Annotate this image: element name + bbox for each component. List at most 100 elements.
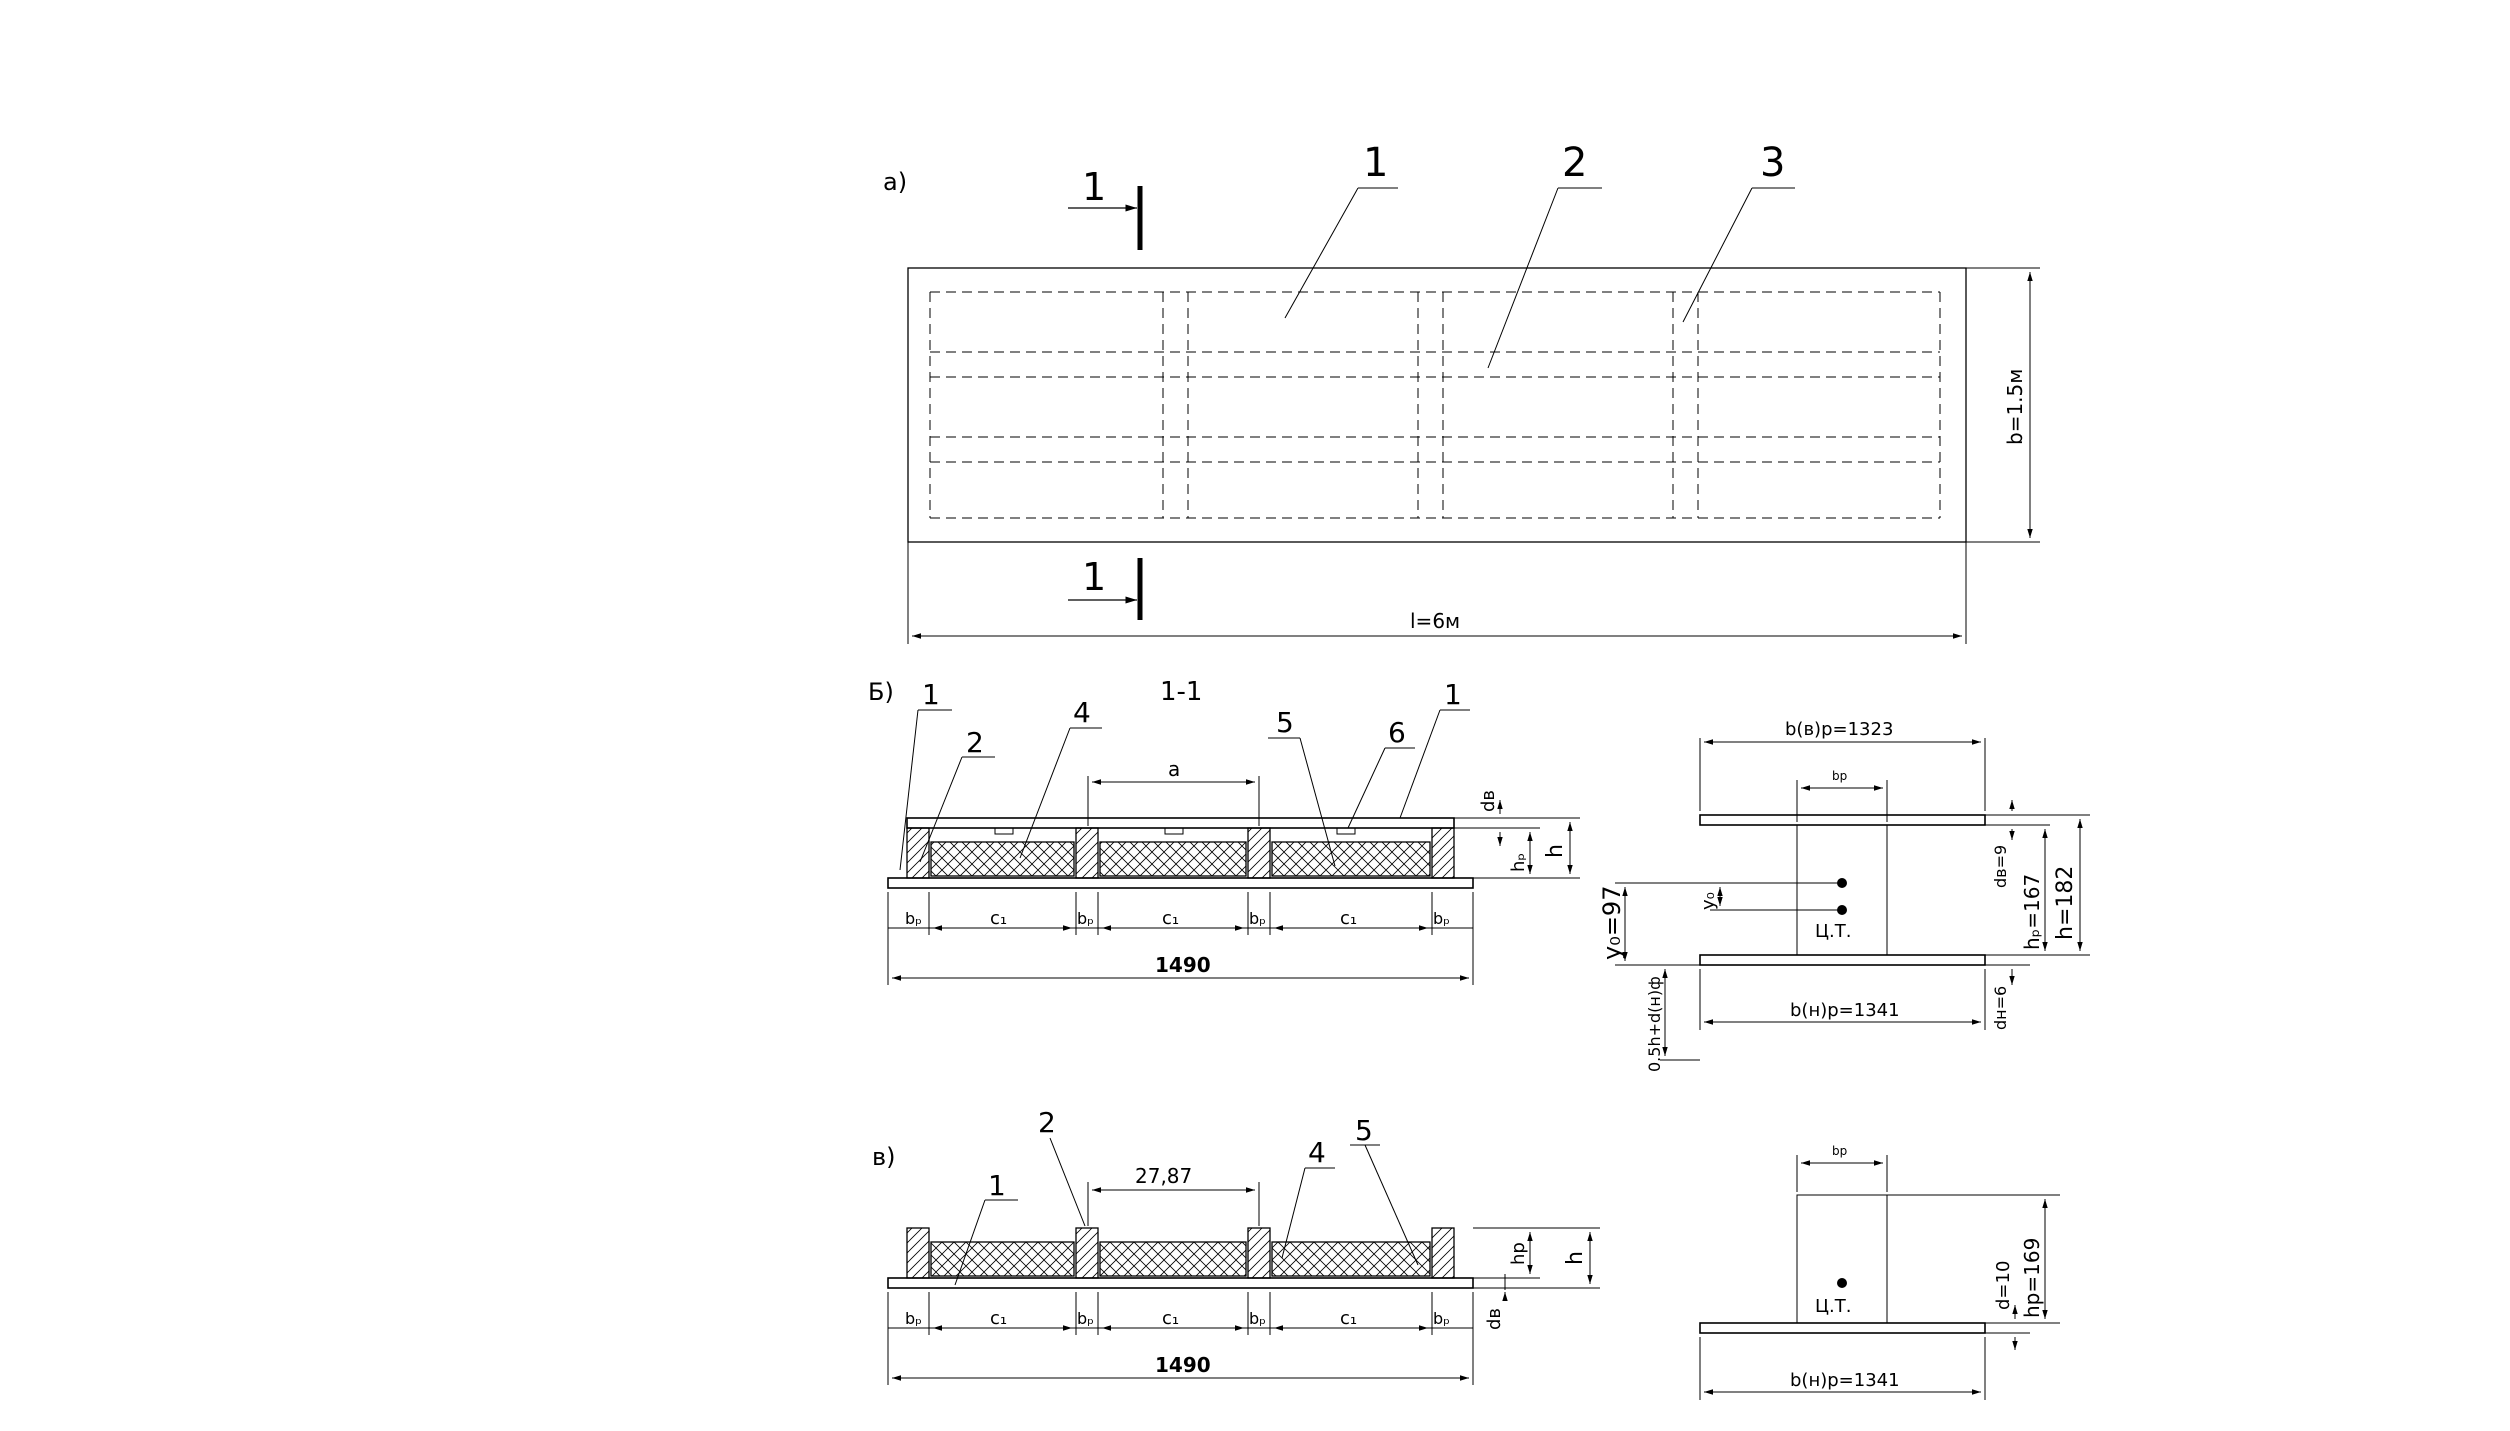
calc-section-b: Ц.Т. b(в)р=1323 bр dв=9 hₚ=167 h=182 (1598, 719, 2090, 1072)
dim-width-b: b=1.5м (1966, 267, 2040, 543)
panel-b-section: Б) 1-1 1 2 4 (868, 677, 2090, 1072)
cell-label-2: c₁ (1162, 908, 1179, 929)
rib-4 (1431, 827, 1455, 879)
insulation-3 (1271, 841, 1431, 877)
callout-c-5-label: 5 (1355, 1114, 1373, 1147)
callout-b-2-label: 2 (966, 726, 984, 759)
calc-c-bottom-width-label: b(н)р=1341 (1790, 1370, 1900, 1391)
dim-rib-height-label: hₚ (1508, 853, 1529, 872)
calc-b-top-width-label: b(в)р=1323 (1785, 719, 1893, 740)
panel-plan-outline (907, 267, 1967, 543)
panel-a-label: а) (883, 168, 907, 196)
dim-c-rib-height-label: hр (1508, 1242, 1529, 1265)
section-marker-bottom: 1 (1068, 555, 1143, 620)
calc-c-rib-width-label: bр (1832, 1144, 1847, 1158)
section-marker-top-label: 1 (1082, 165, 1106, 209)
panel-b-label: Б) (868, 678, 894, 706)
rib-3 (1247, 827, 1271, 879)
calc-b-bottom-width-label: b(н)р=1341 (1790, 1000, 1900, 1021)
insulation-1 (930, 841, 1075, 877)
callout-a-3-label: 3 (1760, 140, 1785, 186)
dim-c-height-label: h (1563, 1251, 1588, 1265)
calc-b-rib-width-label: bр (1832, 769, 1847, 783)
rib-width-label-3: bₚ (1249, 909, 1266, 928)
cell-label-3: c₁ (1340, 908, 1357, 929)
calc-c-rib-height-label: hр=169 (2020, 1238, 2044, 1318)
dim-spacing-c: 27,87 (1087, 1164, 1260, 1226)
callout-a-3: 3 (1682, 140, 1795, 323)
dim-total-width-b: 1490 (892, 953, 1469, 981)
panel-c-section: в) 2 1 4 5 (872, 1106, 2060, 1400)
callout-c-2-label: 2 (1038, 1106, 1056, 1139)
dim-c-skin-label: dв (1484, 1308, 1505, 1330)
cell-c-label-1: c₁ (990, 1308, 1007, 1329)
callout-c-5: 5 (1350, 1114, 1419, 1266)
callout-a-2: 2 (1487, 140, 1602, 369)
rib-2 (1075, 827, 1099, 879)
callout-b-4: 4 (1019, 696, 1102, 859)
insulation-2 (1099, 841, 1247, 877)
dim-spacing-a: a (1087, 757, 1260, 826)
calc-b-rib-height-label: hₚ=167 (2020, 874, 2044, 950)
panel-a-plan: а) 1 1 (883, 140, 2040, 644)
callout-c-4: 4 (1281, 1136, 1335, 1259)
callout-b-2: 2 (919, 726, 995, 863)
callout-a-1-label: 1 (1363, 140, 1388, 186)
calc-c-skin-label: d=10 (1993, 1261, 2014, 1310)
callout-a-1: 1 (1284, 140, 1398, 319)
callout-b-6-label: 6 (1388, 716, 1406, 749)
calc-b-top-skin-label: dв=9 (1991, 845, 2010, 888)
skin-c (887, 1277, 1474, 1289)
cell-c-label-2: c₁ (1162, 1308, 1179, 1329)
calc-b-y0-label: y₀=97 (1598, 886, 1626, 960)
callout-b-1-right-label: 1 (1444, 678, 1462, 711)
panel-c-label: в) (872, 1143, 896, 1171)
calc-c-centroid-label: Ц.Т. (1815, 1296, 1851, 1317)
callout-b-1-left: 1 (899, 678, 952, 871)
cell-c-label-3: c₁ (1340, 1308, 1357, 1329)
callout-b-5-label: 5 (1276, 706, 1294, 739)
callout-c-1-label: 1 (988, 1169, 1006, 1202)
rib-width-c-label-2: bₚ (1077, 1309, 1094, 1328)
cell-label-1: c₁ (990, 908, 1007, 929)
callout-b-6: 6 (1347, 716, 1415, 829)
section-title: 1-1 (1160, 677, 1202, 707)
calc-b-height-label: h=182 (2053, 866, 2078, 940)
callout-b-1-right: 1 (1399, 678, 1470, 819)
total-width-c-label: 1490 (1155, 1353, 1211, 1377)
rib-width-label-1: bₚ (905, 909, 922, 928)
callout-c-2: 2 (1038, 1106, 1086, 1227)
dim-right-verticals: dв hₚ h (1454, 790, 1580, 879)
rib-width-c-label-3: bₚ (1249, 1309, 1266, 1328)
dim-spacing-c-label: 27,87 (1135, 1164, 1192, 1188)
calc-b-offset-label: 0.5h+d(н)ф (1645, 976, 1664, 1072)
rib-1 (906, 827, 930, 879)
section-marker-top: 1 (1068, 165, 1143, 250)
dim-top-skin-label: dв (1478, 790, 1499, 812)
dim-length-l-label: l=6м (1410, 609, 1460, 633)
calc-b-centroid-label: Ц.Т. (1815, 921, 1851, 942)
rib-width-label-2: bₚ (1077, 909, 1094, 928)
callout-b-5: 5 (1268, 706, 1336, 867)
section-marker-bottom-label: 1 (1082, 555, 1106, 599)
dim-right-verticals-c: hр h dв (1473, 1227, 1600, 1330)
rib-width-c-label-1: bₚ (905, 1309, 922, 1328)
dim-rib-chain-c: bₚ bₚ bₚ bₚ c₁ c₁ c₁ (887, 1292, 1474, 1385)
dim-spacing-a-label: a (1168, 757, 1180, 781)
dim-length-l: l=6м (907, 542, 1967, 644)
hidden-cells (929, 291, 1941, 519)
calc-b-bottom-skin-label: dн=6 (1991, 986, 2010, 1030)
dim-height-label: h (1543, 844, 1568, 858)
calc-b-y0-small-label: y₀ (1698, 892, 1719, 910)
dim-rib-chain: bₚ bₚ bₚ bₚ c₁ c₁ c₁ (887, 892, 1474, 985)
callout-a-2-label: 2 (1562, 140, 1587, 186)
rib-width-label-4: bₚ (1433, 909, 1450, 928)
calc-section-c: Ц.Т. bр hр=169 d=10 b(н)р=1341 (1699, 1144, 2060, 1400)
rib-width-c-label-4: bₚ (1433, 1309, 1450, 1328)
dim-width-b-label: b=1.5м (2003, 369, 2027, 445)
bottom-skin (887, 877, 1474, 889)
callout-c-4-label: 4 (1308, 1136, 1326, 1169)
dim-total-width-c: 1490 (892, 1353, 1469, 1381)
callout-c-1: 1 (954, 1169, 1018, 1286)
